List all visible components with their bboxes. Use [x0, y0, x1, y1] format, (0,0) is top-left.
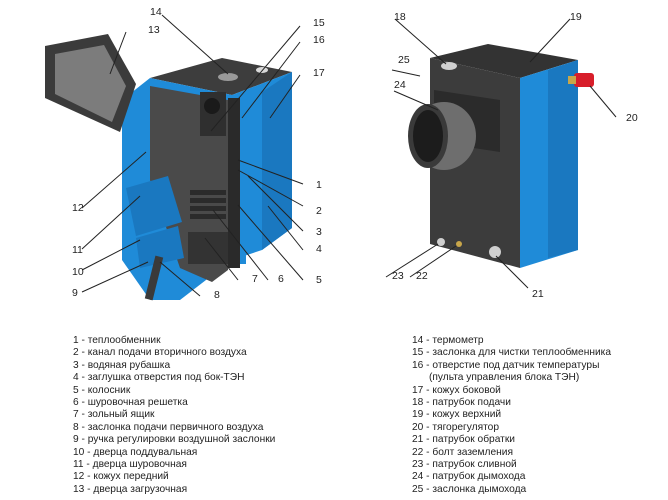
callout-numbers-left: 14 13 15 16 17 1 2 3 4 5 6 7 8 9 10 11 1… [72, 6, 325, 301]
callout-9: 9 [72, 287, 78, 299]
legend-item: 17 - кожух боковой [412, 384, 501, 396]
callout-14: 14 [150, 6, 162, 18]
legend-item: 8 - заслонка подачи первичного воздуха [73, 421, 264, 433]
callout-17: 17 [313, 67, 325, 79]
thermometer-dial [218, 73, 238, 81]
callout-5: 5 [316, 274, 322, 286]
legend-item: 5 - колосник [73, 384, 131, 396]
supply-pipe [441, 62, 457, 70]
callout-18: 18 [394, 11, 406, 23]
legend-item: 2 - канал подачи вторичного воздуха [73, 347, 247, 359]
channel-strip [240, 96, 246, 264]
legend-item: (пульта управления блока ТЭН) [412, 372, 580, 384]
legend-item: 20 - тягорегулятор [412, 421, 499, 433]
callout-12: 12 [72, 202, 84, 214]
legend-item: 14 - термометр [412, 335, 484, 346]
legend-item: 23 - патрубок сливной [412, 459, 517, 471]
chimney-pipe-inner [413, 110, 443, 162]
callout-15: 15 [313, 17, 325, 29]
top-port [256, 67, 268, 73]
callout-7: 7 [252, 273, 258, 285]
callout-24: 24 [394, 79, 406, 91]
legend-item: 13 - дверца загрузочная [73, 483, 188, 495]
callout-11: 11 [72, 244, 83, 256]
legend-item: 1 - теплообменник [73, 335, 161, 346]
air-damper-handle [144, 255, 164, 301]
legend-item: 21 - патрубок обратки [412, 434, 515, 446]
draft-regulator [574, 73, 594, 87]
legend-item: 22 - болт заземления [412, 446, 513, 458]
loading-door-window [55, 45, 126, 122]
legend-item: 16 - отверстие под датчик температуры [412, 359, 600, 371]
callout-16: 16 [313, 34, 325, 46]
callout-20: 20 [626, 112, 638, 124]
legend-item: 12 - кожух передний [73, 471, 169, 483]
legend-item: 9 - ручка регулировки воздушной заслонки [73, 434, 276, 446]
callout-10: 10 [72, 266, 84, 278]
legend-left: 1 - теплообменник 2 - канал подачи втори… [73, 335, 275, 496]
grate [190, 190, 226, 219]
leader-lines [81, 14, 617, 297]
callout-1: 1 [316, 179, 322, 191]
callout-22: 22 [416, 270, 428, 282]
legend-item: 19 - кожух верхний [412, 409, 502, 421]
callout-25: 25 [398, 54, 410, 66]
poke-door [126, 176, 182, 236]
legend-item: 6 - шуровочная решетка [73, 397, 188, 409]
legend-item: 11 - дверца шуровочная [73, 459, 187, 471]
return-pipe [489, 246, 501, 258]
legend-item: 15 - заслонка для чистки теплообменника [412, 347, 612, 359]
rear-side-shade [548, 60, 578, 258]
callout-13: 13 [148, 24, 160, 36]
left-boiler-illustration [45, 34, 292, 301]
callout-2: 2 [316, 205, 322, 217]
legend-item: 7 - зольный ящик [73, 409, 155, 421]
water-jacket-wall [228, 98, 240, 268]
right-boiler-illustration [408, 44, 594, 268]
callout-6: 6 [278, 273, 284, 285]
legend-item: 10 - дверца поддувальная [73, 446, 198, 458]
legend-item: 25 - заслонка дымохода [412, 483, 527, 495]
exchanger-port [204, 98, 220, 114]
legend-item: 24 - патрубок дымохода [412, 471, 526, 483]
legend-item: 3 - водяная рубашка [73, 359, 171, 371]
side-casing-shade [262, 72, 292, 250]
ash-door [136, 226, 184, 268]
callout-23: 23 [392, 270, 404, 282]
callout-21: 21 [532, 288, 544, 300]
callout-19: 19 [570, 11, 582, 23]
drain-pipe [437, 238, 445, 246]
rear-top-cover [430, 44, 578, 78]
callout-8: 8 [214, 289, 220, 301]
legend-item: 18 - патрубок подачи [412, 397, 511, 409]
callout-numbers-right: 18 19 25 24 20 23 22 21 [392, 11, 638, 300]
legend-right: 14 - термометр 15 - заслонка для чистки … [412, 335, 611, 496]
callout-4: 4 [316, 243, 322, 255]
callout-3: 3 [316, 226, 322, 238]
draft-regulator-stem [568, 76, 576, 84]
ground-bolt [456, 241, 462, 247]
legend-item: 4 - заглушка отверстия под бок-ТЭН [73, 372, 245, 384]
